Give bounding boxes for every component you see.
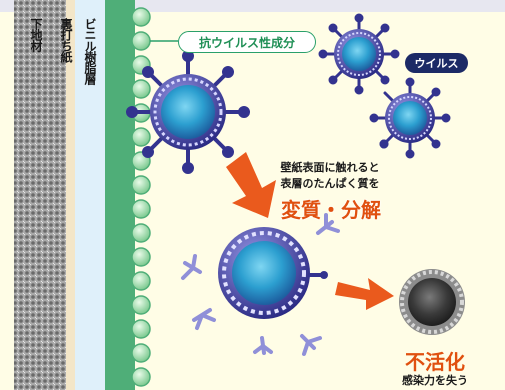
mechanism-caption: 壁紙表面に触れると 表層のたんぱく質を bbox=[258, 160, 402, 192]
denature-headline: 変質・分解 bbox=[281, 198, 381, 222]
label-backing-paper: 裏打ち紙 bbox=[59, 18, 73, 62]
caption-line-1: 壁紙表面に触れると bbox=[280, 161, 380, 174]
virus-small-icon-1 bbox=[318, 13, 400, 95]
vinyl-resin-layer bbox=[75, 0, 105, 390]
virus-small-icon-2 bbox=[369, 77, 451, 159]
caption-line-2: 表層のたんぱく質を bbox=[280, 177, 380, 190]
antiviral-green-layer bbox=[105, 0, 135, 390]
inactivated-virus-icon bbox=[399, 269, 465, 335]
antiviral-component-label: 抗ウイルス性成分 bbox=[178, 31, 316, 53]
inactivation-headline: 不活化 bbox=[405, 350, 465, 374]
backing-paper-layer bbox=[66, 0, 75, 390]
virus-denaturing-icon bbox=[218, 227, 328, 319]
virus-large-icon bbox=[126, 50, 250, 174]
base-material-layer bbox=[14, 0, 66, 390]
arrow-to-denature bbox=[226, 152, 276, 218]
label-base-material: 下地材 bbox=[29, 18, 43, 51]
antiviral-particle-column bbox=[131, 7, 151, 387]
detached-spike-fragments bbox=[181, 213, 340, 356]
inactivation-subtext: 感染力を失う bbox=[402, 374, 468, 387]
label-vinyl-resin-layer: ビニル樹脂層 bbox=[83, 18, 97, 84]
virus-label-badge: ウイルス bbox=[405, 53, 468, 73]
arrow-to-inactivation bbox=[335, 278, 394, 310]
